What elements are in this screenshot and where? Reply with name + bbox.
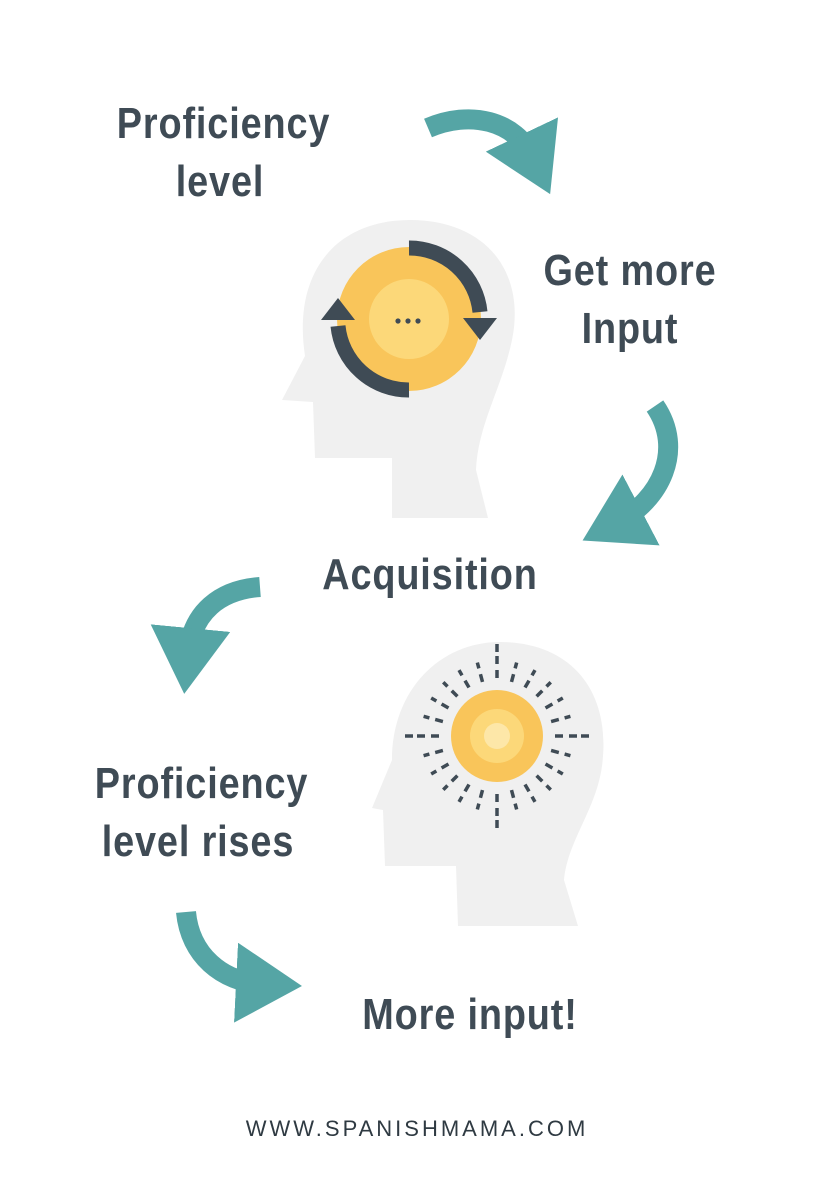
node-proficiency-level-line2: level <box>175 157 265 206</box>
sun-ray-segment <box>463 783 471 793</box>
sun-ray-segment <box>457 795 464 803</box>
sun-ray-segment <box>423 752 430 758</box>
sun-ray-segment <box>434 717 444 724</box>
flow-arrow-2 <box>582 400 679 546</box>
sun-ray-segment <box>463 679 471 689</box>
node-proficiency-level: Proficiency level <box>116 95 331 211</box>
head-with-sun-icon <box>372 642 604 926</box>
sun-ray-segment <box>450 774 459 783</box>
node-acquisition-text: Acquisition <box>322 550 538 599</box>
sun-ray-segment <box>509 789 516 799</box>
sun-ray-segment <box>509 673 516 683</box>
sun-ray-segment <box>545 784 552 791</box>
sun-ray-segment <box>530 795 537 803</box>
sun-ray-segment <box>457 669 464 677</box>
node-acquisition: Acquisition <box>318 546 542 604</box>
sun-ray-segment <box>478 673 485 683</box>
sun-ray-segment <box>513 803 519 810</box>
sun-ray-segment <box>442 681 449 688</box>
sun-ray-segment <box>442 784 449 791</box>
sun-ray-segment <box>423 714 430 720</box>
sun-ray-segment <box>478 789 485 799</box>
sun-ray-segment <box>430 696 438 703</box>
node-proficiency-level-line1: Proficiency <box>116 99 331 148</box>
node-more-input-text: More input! <box>362 990 578 1039</box>
sun-ray-segment <box>544 702 554 710</box>
sun-ray-segment <box>550 748 560 755</box>
sun-ray-segment <box>535 774 544 783</box>
head-with-cycle-icon <box>282 220 515 518</box>
sun-ray-segment <box>475 803 481 810</box>
node-get-more-input-line1: Get more <box>543 246 717 295</box>
sun-rays <box>405 644 589 828</box>
sun-ray-segment <box>535 689 544 698</box>
sun-ray-segment <box>564 714 571 720</box>
sun-ray-segment <box>545 681 552 688</box>
head-silhouette-2 <box>372 642 604 926</box>
flow-arrow-1 <box>424 109 558 195</box>
node-proficiency-rises: Proficiency level rises <box>94 755 309 871</box>
flow-arrow-3 <box>150 577 262 694</box>
node-get-more-input: Get more Input <box>535 242 724 358</box>
node-proficiency-rises-line2: level rises <box>101 817 295 866</box>
cycle-arrow-left-head <box>321 298 355 320</box>
sun-inner-circle <box>484 723 510 749</box>
node-get-more-input-line2: Input <box>581 304 679 353</box>
sun-ray-segment <box>564 752 571 758</box>
footer-url: WWW.SPANISHMAMA.COM <box>245 1116 589 1141</box>
ellipsis-icon <box>395 318 421 324</box>
sun-ray-segment <box>523 783 531 793</box>
cycle-arrow-right <box>408 240 488 314</box>
sun-ray-segment <box>513 662 519 669</box>
sun-ray-segment <box>475 662 481 669</box>
sun-ray-segment <box>450 689 459 698</box>
sun-ray-segment <box>544 762 554 770</box>
sun-ray-segment <box>440 702 450 710</box>
node-proficiency-rises-line1: Proficiency <box>94 759 309 808</box>
sun-ray-segment <box>550 717 560 724</box>
node-more-input: More input! <box>358 986 582 1044</box>
sun-ray-segment <box>556 696 564 703</box>
cycle-arrow-left <box>330 324 410 398</box>
sun-ray-segment <box>434 748 444 755</box>
sun-ray-segment <box>430 769 438 776</box>
sun-ray-segment <box>556 769 564 776</box>
sun-ray-segment <box>530 669 537 677</box>
cycle-arrow-right-head <box>463 318 497 340</box>
flow-arrow-4 <box>176 910 302 1023</box>
sun-ray-segment <box>523 679 531 689</box>
sun-ray-segment <box>440 762 450 770</box>
